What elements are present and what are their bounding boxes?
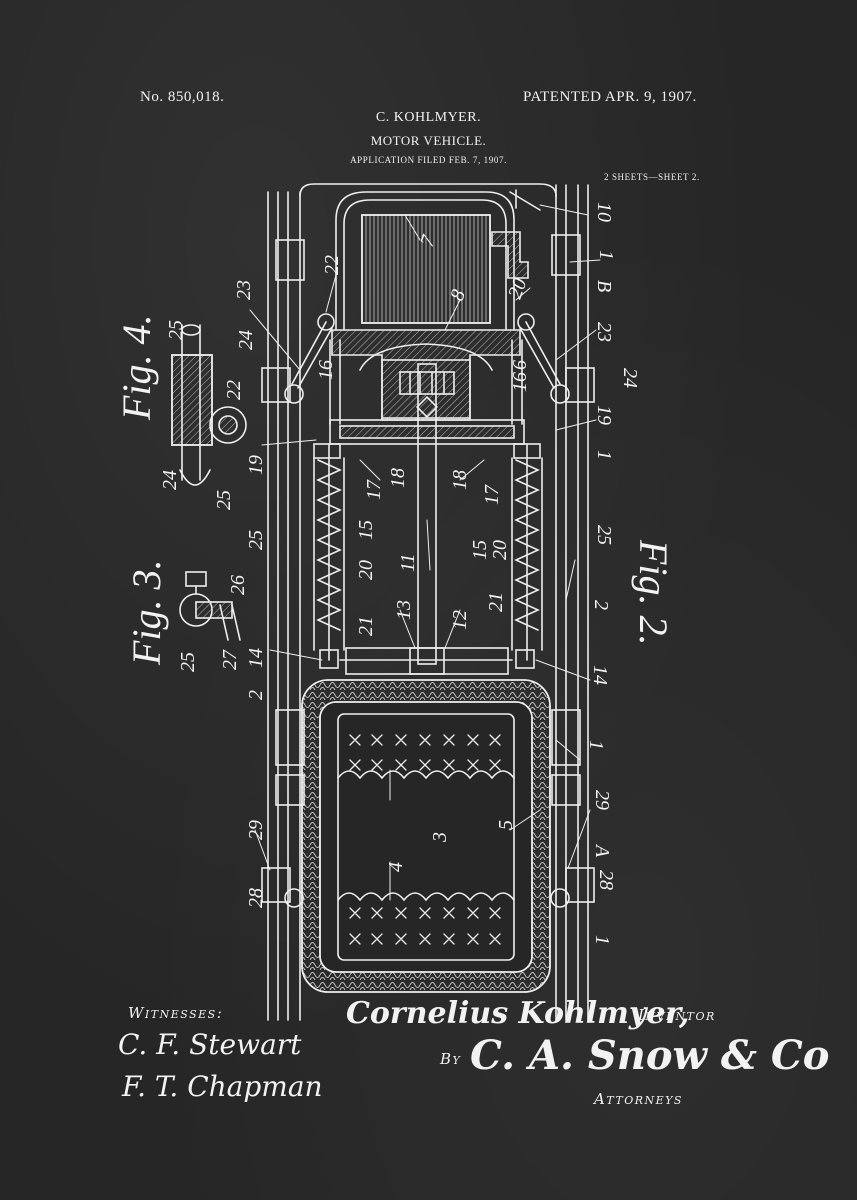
- ref-2-l: 2: [245, 690, 267, 700]
- ref-13: 13: [393, 600, 415, 620]
- ref-18-l: 18: [387, 468, 409, 488]
- fig3-label: Fig. 3.: [124, 559, 169, 666]
- ref-27: 27: [219, 649, 241, 670]
- witness-signature-2: F. T. Chapman: [122, 1070, 323, 1103]
- ref-25-fig3: 25: [177, 652, 199, 672]
- ref-16-l: 16: [315, 360, 337, 380]
- witness-signature-1: C. F. Stewart: [118, 1028, 302, 1061]
- ref-21-r: 21: [485, 592, 507, 612]
- motor: [329, 189, 541, 445]
- ref-1-d: 1: [591, 935, 613, 945]
- patent-number: No. 850,018.: [140, 89, 225, 105]
- ref-20-l: 20: [355, 560, 377, 580]
- ref-22-fig4: 22: [223, 380, 245, 400]
- ref-25-r: 25: [593, 525, 615, 545]
- linkage-arms: [291, 313, 561, 425]
- passenger-body: [301, 679, 551, 993]
- ref-24-r: 24: [619, 368, 641, 388]
- ref-23-l: 23: [233, 280, 255, 300]
- ref-29-l: 29: [245, 820, 267, 840]
- spring-section: [313, 443, 543, 669]
- ref-29-r: 29: [591, 790, 613, 810]
- ref-1-c: 1: [585, 740, 607, 750]
- leader-lines: [249, 204, 601, 901]
- ref-B: B: [593, 280, 615, 292]
- ref-11: 11: [397, 553, 419, 572]
- ref-22: 22: [321, 255, 343, 275]
- rollers-lower: [261, 867, 595, 908]
- fig4-label: Fig. 4.: [114, 314, 159, 421]
- ref-28-l: 28: [245, 888, 267, 908]
- ref-16-r: 16: [509, 372, 531, 392]
- sheet-count: 2 SHEETS—SHEET 2.: [604, 172, 700, 182]
- attorney-signature: C. A. Snow & Co: [470, 1032, 830, 1079]
- ref-6: 6: [509, 360, 531, 370]
- ref-1-b: 1: [593, 450, 615, 460]
- ref-15-r: 15: [469, 540, 491, 560]
- ref-1-a: 1: [595, 250, 617, 260]
- application-filed: APPLICATION FILED FEB. 7, 1907.: [350, 155, 507, 165]
- by-label: By: [440, 1050, 462, 1068]
- ref-10: 10: [593, 202, 615, 222]
- ref-17-r: 17: [481, 484, 503, 505]
- ref-26: 26: [227, 575, 249, 595]
- ref-3: 3: [429, 832, 451, 843]
- ref-23-r: 23: [593, 322, 615, 342]
- ref-4: 4: [385, 862, 407, 872]
- fig4-detail: [171, 324, 247, 486]
- left-rail: [267, 191, 305, 1021]
- ref-24-fig4: 24: [159, 470, 181, 490]
- ref-28-r: 28: [595, 870, 617, 890]
- inventor-label: Inventor: [638, 1006, 716, 1024]
- ref-21-l: 21: [355, 616, 377, 636]
- ref-19-l: 19: [245, 455, 267, 475]
- ref-18-r: 18: [449, 470, 471, 490]
- ref-17-l: 17: [363, 479, 385, 500]
- connecting-rod: [339, 363, 513, 675]
- ref-24-l: 24: [235, 330, 257, 350]
- right-rail: [551, 184, 589, 1021]
- ref-14-r: 14: [589, 665, 611, 685]
- frame-top: [299, 183, 557, 197]
- ref-20-r: 20: [489, 540, 511, 560]
- ref-5: 5: [495, 820, 517, 830]
- ref-15-l: 15: [355, 520, 377, 540]
- ref-25-fig4b: 25: [213, 490, 235, 510]
- patent-date: PATENTED APR. 9, 1907.: [523, 89, 697, 105]
- witnesses-label: Witnesses:: [128, 1004, 224, 1022]
- fig3-detail: [179, 571, 241, 641]
- ref-12: 12: [449, 610, 471, 630]
- inventor-heading: C. KOHLMYER.: [375, 110, 482, 125]
- patent-title: MOTOR VEHICLE.: [370, 133, 487, 148]
- rollers-upper: [261, 367, 595, 404]
- inventor-signature: Cornelius Kohlmyer,: [346, 996, 690, 1031]
- ref-19-r: 19: [593, 405, 615, 425]
- attorneys-label: Attorneys: [594, 1090, 683, 1108]
- ref-14-l: 14: [245, 648, 267, 668]
- fig2-label: Fig. 2.: [631, 539, 676, 646]
- ref-20-top: 20: [504, 275, 532, 301]
- ref-A: A: [591, 843, 613, 858]
- ref-2-r: 2: [590, 600, 612, 610]
- ref-25-l: 25: [245, 530, 267, 550]
- ref-25-fig4a: 25: [165, 320, 187, 340]
